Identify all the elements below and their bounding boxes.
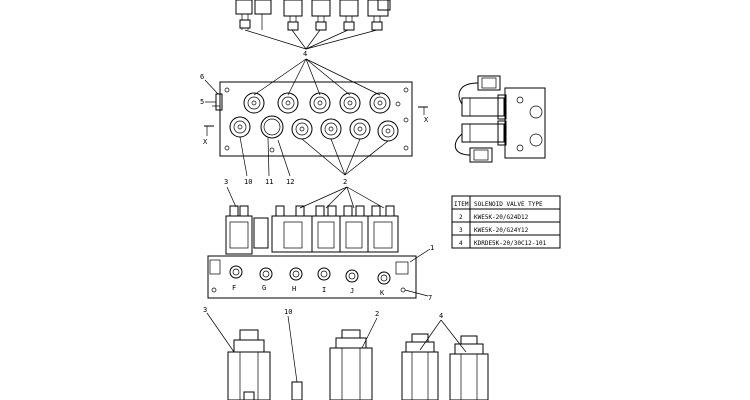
port-label-g: G <box>262 284 266 292</box>
bottom-solenoid-row <box>227 329 489 400</box>
manifold-front-view <box>207 205 417 299</box>
callout-10: 10 <box>244 178 252 186</box>
callout-3-bottom: 3 <box>203 306 207 314</box>
callout-6: 6 <box>200 73 204 81</box>
port-label-j: J <box>350 287 354 295</box>
callout-10-bottom: 10 <box>284 308 292 316</box>
table-header-item: ITEM <box>454 201 469 208</box>
callout-3: 3 <box>224 178 228 186</box>
port-label-f: F <box>232 284 236 292</box>
top-solenoid-row <box>235 0 391 31</box>
manifold-top-view <box>212 81 413 157</box>
callout-11: 11 <box>265 178 273 186</box>
callout-4-bottom: 4 <box>439 312 443 320</box>
table-row-type: KWE5K-20/G24Y12 <box>474 227 529 234</box>
solenoid-valve-table: ITEM SOLENOID VALVE TYPE 2 KWE5K-20/G24D… <box>451 195 561 249</box>
callout-7: 7 <box>428 294 432 302</box>
port-label-h: H <box>292 285 296 293</box>
section-x-right: X <box>424 116 429 124</box>
callout-2-bottom: 2 <box>375 310 379 318</box>
callout-2: 2 <box>343 178 347 186</box>
table-row-item: 2 <box>459 214 463 221</box>
table-row-type: KWE5K-20/G24D12 <box>474 214 529 221</box>
table-header-type: SOLENOID VALVE TYPE <box>474 201 543 208</box>
manifold-side-view <box>454 75 546 163</box>
callout-5: 5 <box>200 98 204 106</box>
section-x-left: X <box>203 138 208 146</box>
port-label-k: K <box>380 289 385 297</box>
table-row-type: KDRDE5K-20/30C12-101 <box>474 240 547 247</box>
port-label-i: I <box>322 286 326 294</box>
table-row-item: 3 <box>459 227 463 234</box>
table-row-item: 4 <box>459 240 463 247</box>
callout-1: 1 <box>430 244 434 252</box>
callout-4-top: 4 <box>303 50 307 58</box>
callout-12: 12 <box>286 178 294 186</box>
